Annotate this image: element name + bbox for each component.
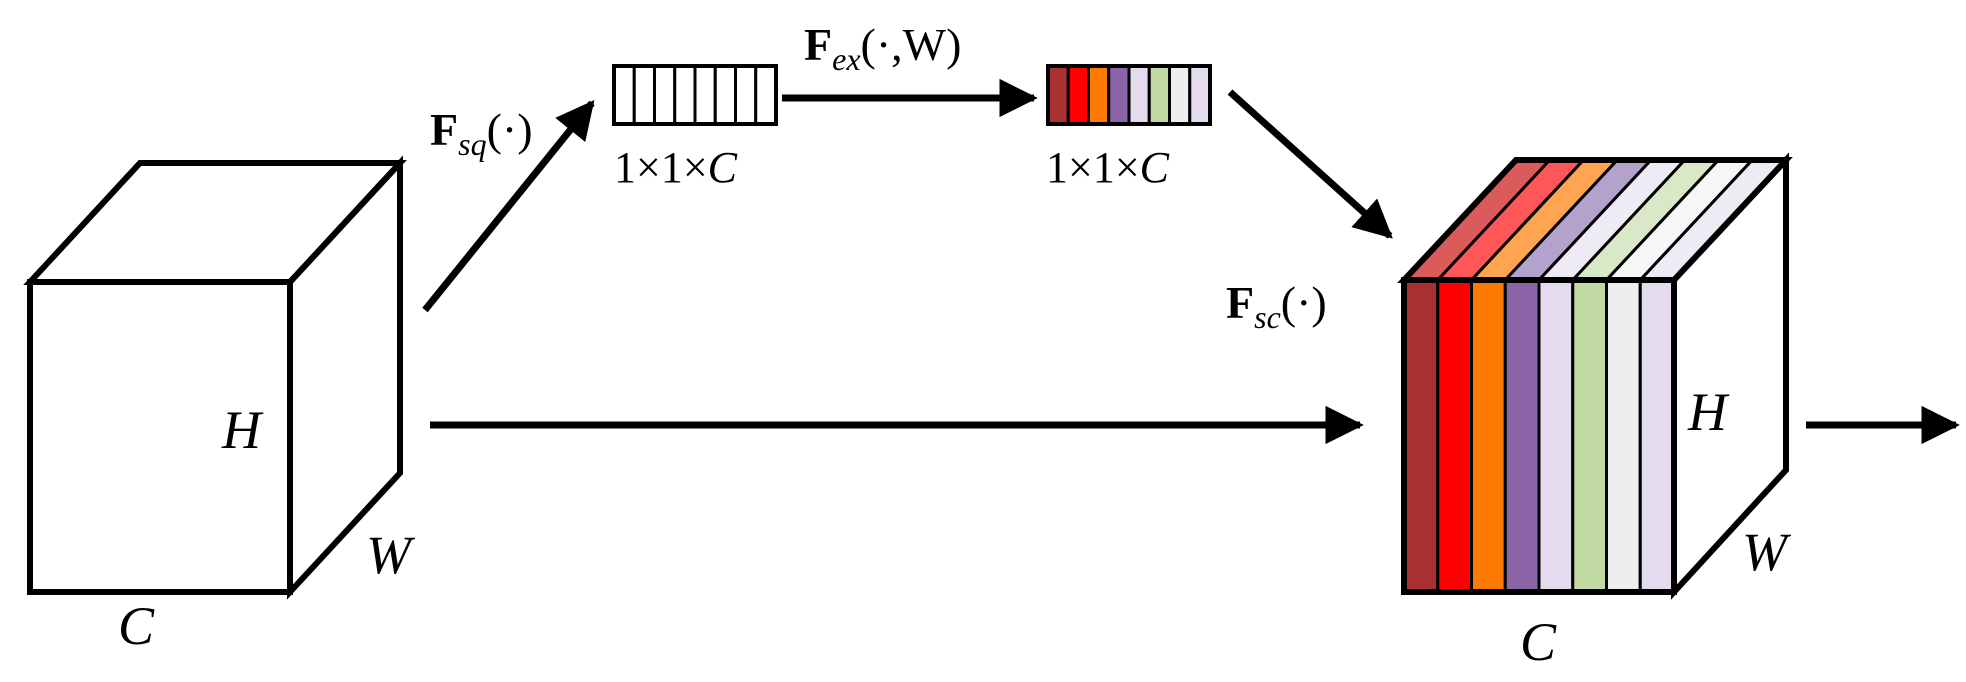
squeezed-vector-cell bbox=[612, 64, 636, 126]
squeezed-vector-cell bbox=[754, 64, 778, 126]
output-front-strip bbox=[1436, 278, 1473, 594]
output-front-strip bbox=[1537, 278, 1575, 594]
weight-vector-label-var: C bbox=[1140, 143, 1170, 192]
weight-vector-cell bbox=[1168, 64, 1192, 126]
excitation-op-label: Fex(·,W) bbox=[804, 19, 961, 77]
output-front-strip bbox=[1470, 278, 1507, 594]
squeezed-vector bbox=[612, 64, 778, 126]
output-cube-front-strips bbox=[1402, 278, 1676, 594]
weight-vector-label-prefix: 1×1× bbox=[1046, 143, 1140, 192]
weight-vector-cell bbox=[1046, 64, 1070, 126]
weight-vector-cell bbox=[1066, 64, 1090, 126]
weight-vector-label: 1×1×C bbox=[1046, 143, 1170, 192]
squeeze-op-label: Fsq(·) bbox=[430, 104, 533, 162]
squeezed-vector-outline bbox=[612, 64, 778, 126]
scale-op-sub: sc bbox=[1254, 299, 1281, 335]
weight-vector-cell bbox=[1127, 64, 1151, 126]
squeezed-vector-cell bbox=[653, 64, 677, 126]
squeezed-vector-cell bbox=[632, 64, 656, 126]
output-dim-w-label: W bbox=[1742, 522, 1792, 582]
excitation-op-args: (·,W) bbox=[861, 19, 962, 70]
weight-vector-cell bbox=[1188, 64, 1212, 126]
weight-vector-cell bbox=[1147, 64, 1171, 126]
squeeze-op-args: (·) bbox=[487, 104, 533, 155]
squeezed-vector-cell bbox=[693, 64, 717, 126]
input-cube-side-face bbox=[287, 155, 403, 600]
weight-to-output-arrow bbox=[1227, 89, 1393, 239]
squeezed-vector-label-var: C bbox=[708, 143, 738, 192]
output-dim-c-label: C bbox=[1520, 612, 1557, 672]
squeeze-op-sub: sq bbox=[458, 126, 486, 162]
input-dim-h-label: H bbox=[221, 400, 264, 460]
scale-op-main: F bbox=[1226, 277, 1254, 328]
output-dim-h-label: H bbox=[1687, 382, 1730, 442]
output-cube-front-outline bbox=[1401, 277, 1677, 595]
weight-vector bbox=[1046, 64, 1212, 126]
input-dim-c-label: C bbox=[118, 596, 155, 656]
input-tensor-cube bbox=[23, 155, 407, 600]
output-front-strip bbox=[1571, 278, 1608, 594]
squeezed-vector-label-prefix: 1×1× bbox=[614, 143, 708, 192]
input-dim-w-label: W bbox=[366, 525, 416, 585]
squeezed-vector-cell bbox=[673, 64, 697, 126]
squeezed-vector-cell bbox=[734, 64, 758, 126]
excitation-op-main: F bbox=[804, 19, 832, 70]
output-front-strip bbox=[1605, 278, 1642, 594]
squeeze-arrow bbox=[422, 100, 595, 313]
weight-vector-cell bbox=[1087, 64, 1111, 126]
squeezed-vector-label: 1×1×C bbox=[614, 143, 738, 192]
scale-op-args: (·) bbox=[1281, 277, 1327, 328]
scale-op-label: Fsc(·) bbox=[1226, 277, 1327, 335]
output-front-strip bbox=[1402, 278, 1440, 594]
output-front-strip bbox=[1503, 278, 1541, 594]
output-front-strip bbox=[1638, 278, 1676, 594]
squeezed-vector-cell bbox=[713, 64, 737, 126]
weight-vector-cell bbox=[1107, 64, 1131, 126]
excitation-op-sub: ex bbox=[832, 41, 860, 77]
squeeze-op-main: F bbox=[430, 104, 458, 155]
weight-vector-outline bbox=[1046, 64, 1212, 126]
output-tensor-cube bbox=[1397, 152, 1793, 600]
output-cube-top-strips bbox=[1400, 158, 1790, 282]
